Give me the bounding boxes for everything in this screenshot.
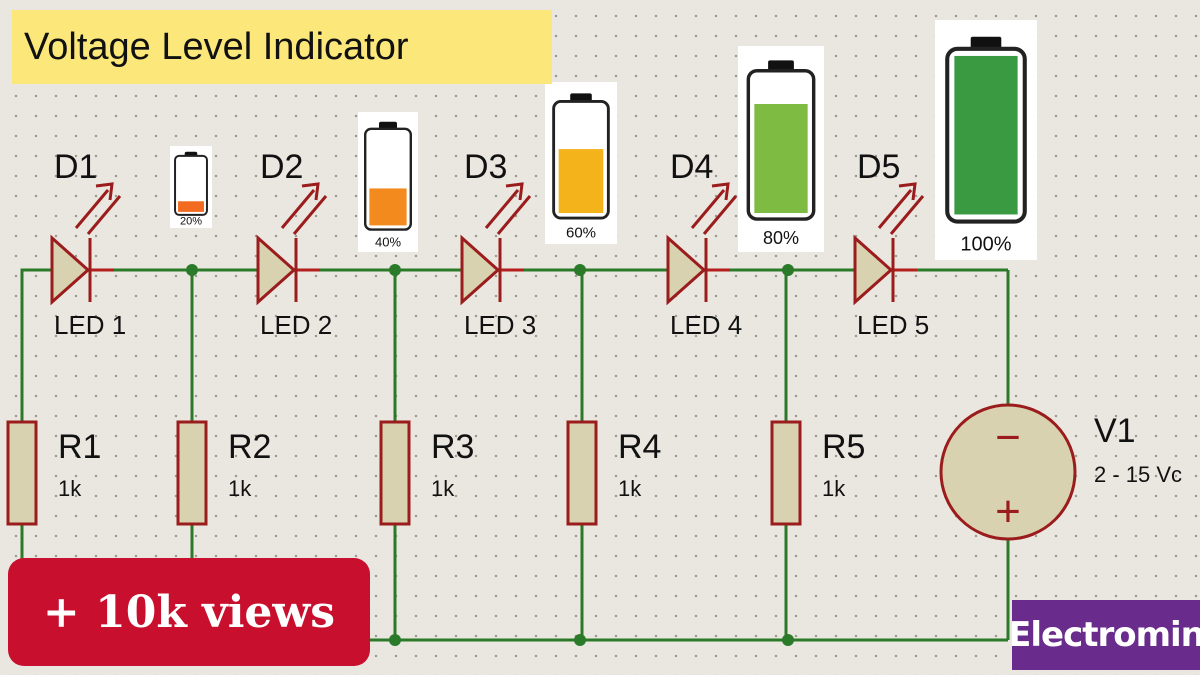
led-designator: D3 — [464, 148, 507, 186]
brand-logo: Electromin — [1012, 600, 1200, 670]
battery-icon: 100% — [935, 20, 1037, 260]
resistor-designator: R2 — [228, 428, 271, 466]
resistor-value: 1k — [228, 476, 252, 501]
junction-dot — [782, 264, 794, 276]
led-designator: D2 — [260, 148, 303, 186]
led-arrow-head — [301, 182, 320, 201]
views-badge-text: + 10k views — [42, 586, 336, 638]
page-title: Voltage Level Indicator — [24, 25, 409, 68]
battery-icon: 80% — [738, 46, 824, 252]
led-arrow-head — [898, 182, 917, 201]
battery-label: 100% — [960, 233, 1011, 255]
battery-label: 40% — [375, 234, 401, 249]
resistor-value: 1k — [822, 476, 846, 501]
resistor-value: 1k — [618, 476, 642, 501]
brand-logo-text: Electromin — [1012, 615, 1200, 655]
battery-fill — [954, 55, 1018, 215]
battery-fill — [558, 149, 604, 214]
led-arrow — [889, 195, 925, 235]
title-banner: Voltage Level Indicator — [12, 10, 552, 84]
led-arrow — [280, 189, 316, 229]
junction-dot — [389, 264, 401, 276]
led-body — [460, 234, 501, 306]
battery-icon: 40% — [358, 112, 418, 252]
led-arrow — [496, 195, 532, 235]
led-label: LED 3 — [464, 310, 536, 340]
led-arrow — [877, 189, 913, 229]
led-label: LED 5 — [857, 310, 929, 340]
source-body — [939, 403, 1077, 541]
battery-fill — [178, 201, 204, 212]
led-label: LED 2 — [260, 310, 332, 340]
led-arrow — [86, 195, 122, 235]
resistor-value: 1k — [58, 476, 82, 501]
led-body — [256, 234, 297, 306]
resistor-designator: R5 — [822, 428, 865, 466]
battery-icon: 20% — [170, 146, 212, 228]
source-value: 2 - 15 Vc — [1094, 462, 1182, 487]
led-arrow — [74, 189, 110, 229]
junction-dot — [782, 634, 794, 646]
led-label: LED 4 — [670, 310, 742, 340]
battery-icon: 60% — [545, 82, 617, 244]
led-designator: D1 — [54, 148, 97, 186]
resistor-designator: R1 — [58, 428, 101, 466]
led-arrow — [484, 189, 520, 229]
resistor-body — [176, 420, 208, 526]
led-body — [666, 234, 707, 306]
junction-dot — [389, 634, 401, 646]
led-designator: D4 — [670, 148, 713, 186]
battery-fill — [754, 103, 808, 214]
battery-label: 80% — [763, 228, 799, 248]
led-body — [853, 234, 894, 306]
source-minus-symbol: − — [995, 413, 1021, 462]
led-arrow-head — [505, 182, 524, 201]
led-arrow-head — [95, 182, 114, 201]
views-badge: + 10k views — [8, 558, 370, 666]
resistor-body — [770, 420, 802, 526]
junction-dot — [574, 634, 586, 646]
resistor-designator: R4 — [618, 428, 661, 466]
led-arrow-head — [711, 182, 730, 201]
junction-dot — [574, 264, 586, 276]
led-body — [50, 234, 91, 306]
battery-label: 20% — [180, 216, 202, 228]
source-plus-symbol: + — [995, 487, 1021, 536]
resistor-value: 1k — [431, 476, 455, 501]
source-designator: V1 — [1094, 412, 1136, 450]
resistor-body — [379, 420, 411, 526]
resistor-body — [6, 420, 38, 526]
led-designator: D5 — [857, 148, 900, 186]
resistor-designator: R3 — [431, 428, 474, 466]
resistor-body — [566, 420, 598, 526]
battery-shell — [174, 154, 208, 216]
battery-label: 60% — [566, 225, 596, 242]
led-arrow — [292, 195, 328, 235]
led-label: LED 1 — [54, 310, 126, 340]
junction-dot — [186, 264, 198, 276]
voltage-source: −+ — [939, 403, 1077, 541]
led-arrow — [702, 195, 738, 235]
battery-fill — [369, 188, 407, 226]
led-arrow — [690, 189, 726, 229]
